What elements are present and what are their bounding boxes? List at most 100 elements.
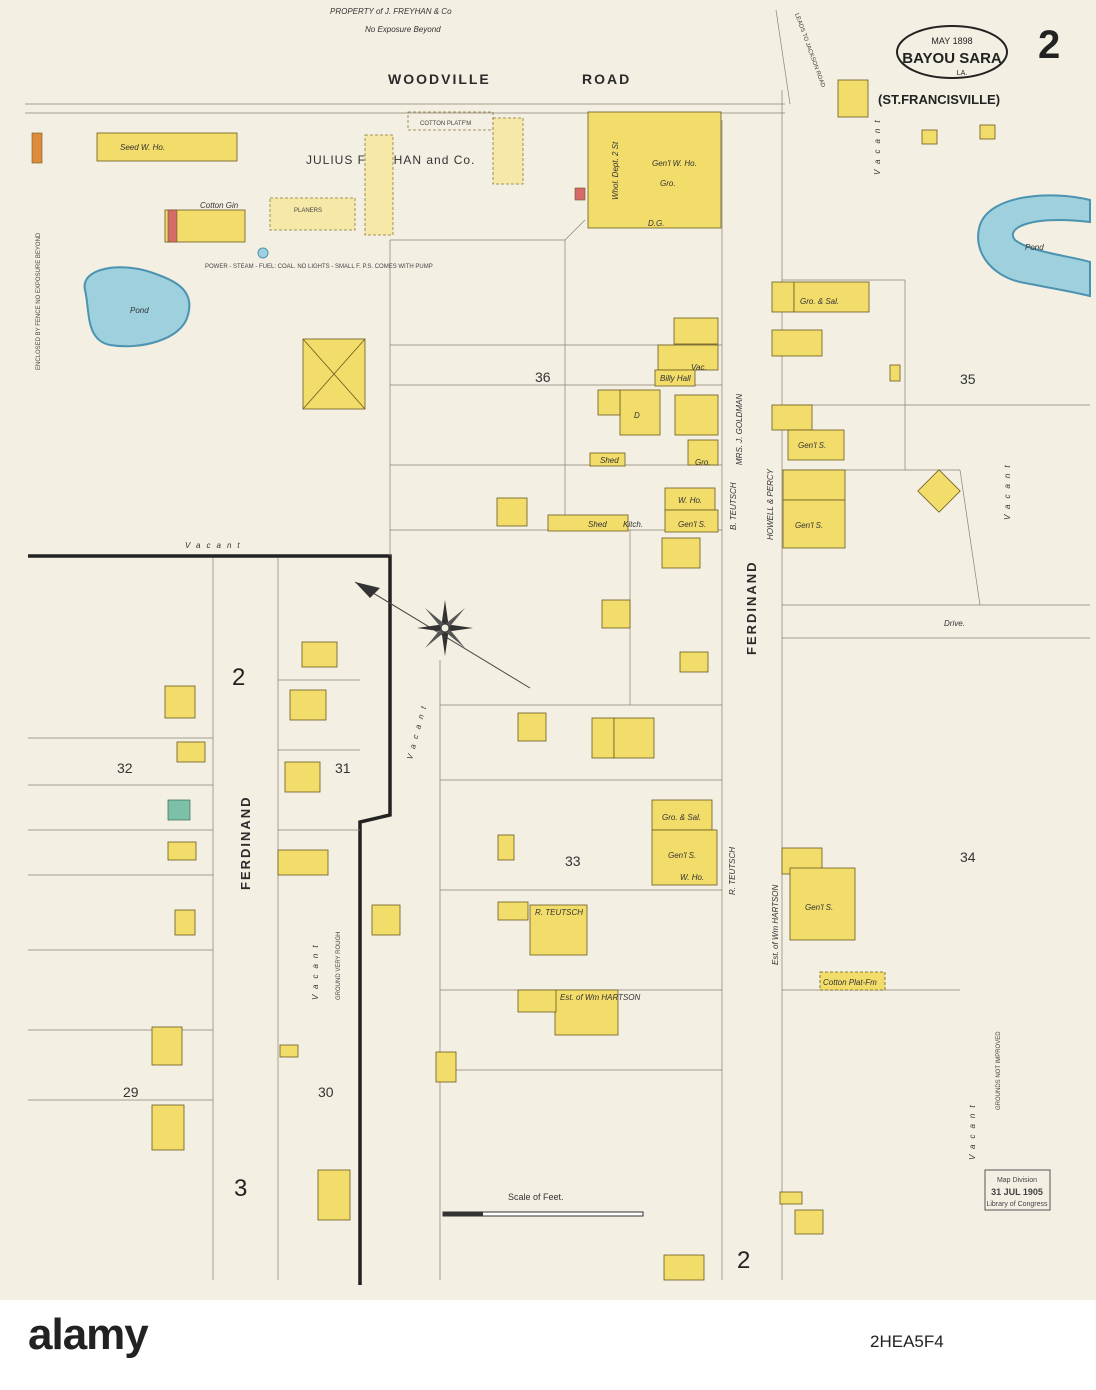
stamp-line1: Map Division: [997, 1177, 1037, 1184]
shed: [279, 1044, 299, 1058]
ferdinand-west-label: FERDINAND: [238, 795, 253, 890]
woodville-label: WOODVILLE: [388, 71, 491, 87]
general-store-34-label: Gen'l S.: [805, 903, 833, 912]
building: [654, 369, 696, 387]
pond-west: [83, 266, 191, 348]
vacant-label-se: Vacant: [968, 1099, 977, 1160]
lot-line: [564, 219, 586, 241]
wh-label: W. Ho.: [678, 496, 702, 505]
grocery-saloon-35-label: Gro. & Sal.: [800, 297, 839, 306]
building: [657, 344, 719, 371]
sheet-boundary: [28, 554, 392, 1285]
sanborn-map-sheet: PROPERTY of J. FREYHAN & Co No Exposure …: [0, 0, 1096, 1300]
kitch-label: Kitch.: [623, 520, 643, 529]
vacant-label-center: Vacant: [405, 700, 429, 761]
shanty: [176, 741, 206, 763]
shed-square: [435, 1051, 457, 1083]
sheet-number: 2: [1038, 23, 1060, 67]
stock-watermark-bar: [0, 1300, 1096, 1390]
dwelling: [164, 685, 196, 719]
stamp-line2: 31 JUL 1905: [991, 1187, 1043, 1197]
pond-west-label: Pond: [130, 306, 149, 315]
general-store-35: [787, 429, 845, 461]
scale-bar-segment: [443, 1212, 483, 1216]
dwelling: [151, 1026, 183, 1066]
billy-hall-label: Billy Hall: [660, 374, 691, 383]
ground-rough-note: GROUND VERY ROUGH: [336, 932, 342, 1000]
platform-annex: [492, 117, 524, 185]
warehouse-35: [782, 469, 846, 501]
sheet-ref-2-south: 2: [737, 1247, 750, 1274]
pond-east: [977, 194, 1091, 298]
cotton-gin-label: Cotton Gin: [200, 201, 239, 210]
leads-to-note: LEADS TO JACKSON ROAD: [793, 13, 826, 89]
cotton-platform-label: COTTON PLATF'M: [420, 121, 471, 127]
building: [921, 129, 938, 145]
scale-label: Scale of Feet.: [508, 1192, 564, 1202]
building: [597, 389, 621, 416]
jackson-road-edge: [775, 9, 791, 105]
map-canvas: PROPERTY of J. FREYHAN & Co No Exposure …: [25, 7, 1091, 1285]
gin-note: POWER - STEAM - FUEL: COAL. NO LIGHTS - …: [205, 264, 433, 270]
library-stamp: Map Division 31 JUL 1905 Library of Cong…: [984, 1169, 1051, 1211]
stamp-line3: Library of Congress: [986, 1201, 1048, 1208]
wholesale-label: Whol. Dept. 2 St: [611, 141, 620, 200]
dwelling: [151, 1104, 185, 1151]
block-29: 29: [123, 1084, 139, 1100]
teutsch-dwelling: [529, 904, 588, 956]
dwelling: [613, 717, 655, 759]
grocery-saloon-label: Gro. & Sal.: [662, 813, 701, 822]
sheet-ref-3: 3: [234, 1175, 247, 1202]
dwelling: [837, 79, 869, 118]
fence-note: ENCLOSED BY FENCE NO EXPOSURE BEYOND: [36, 232, 42, 370]
block-30: 30: [318, 1084, 334, 1100]
general-store-label: Gen'l S.: [668, 851, 696, 860]
church-square: [517, 712, 547, 742]
pond-east-label: Pond: [1025, 243, 1044, 252]
compass-rose: [354, 581, 531, 689]
road-label: ROAD: [582, 71, 631, 87]
dwelling: [661, 537, 701, 569]
property-note: PROPERTY of J. FREYHAN & Co: [330, 7, 452, 16]
image-id-text: 2HEA5F4: [870, 1332, 944, 1351]
roof-cross: [302, 338, 366, 410]
shed-square: [371, 904, 401, 936]
hartson-dwelling: [554, 989, 619, 1036]
store: [664, 509, 719, 533]
building: [497, 901, 529, 921]
building: [771, 281, 795, 313]
planers-label: PLANERS: [294, 208, 322, 214]
title-cartouche: [896, 25, 1008, 79]
cotton-platform-34-label: Cotton Plat-Fm: [823, 978, 877, 987]
building: [317, 1169, 351, 1221]
cotton-gin: [164, 209, 246, 243]
building: [889, 364, 901, 382]
stone-building: [167, 799, 191, 821]
vacant-label-east: Vacant: [1003, 459, 1012, 520]
sheet-town: BAYOU SARA: [902, 50, 1002, 67]
shed: [497, 834, 515, 861]
building: [663, 1254, 705, 1281]
shed: [589, 452, 626, 467]
block-33: 33: [565, 853, 581, 869]
general-store: [651, 829, 718, 886]
building: [674, 394, 719, 436]
grounds-note: GROUNDS NOT IMPROVED: [996, 1031, 1002, 1110]
store-35-label: Gen'l S.: [795, 521, 823, 530]
grocery-saloon: [651, 799, 713, 831]
dwelling: [619, 389, 661, 436]
alt-town-name: (ST.FRANCISVILLE): [878, 92, 1000, 107]
general-warehouse-label: Gen'l W. Ho.: [652, 159, 697, 168]
drive-label: Drive.: [944, 619, 965, 628]
grocery-31: [277, 849, 329, 876]
cistern: [257, 247, 269, 259]
ferdinand-east-label: FERDINAND: [744, 560, 759, 655]
small-outbuilding: [31, 132, 43, 164]
building: [687, 439, 719, 466]
teutsch-dwelling-label: R. TEUTSCH: [535, 908, 583, 917]
seed-warehouse: [96, 132, 238, 162]
dwelling: [794, 1209, 824, 1235]
general-store-34: [789, 867, 856, 941]
building: [301, 641, 338, 668]
